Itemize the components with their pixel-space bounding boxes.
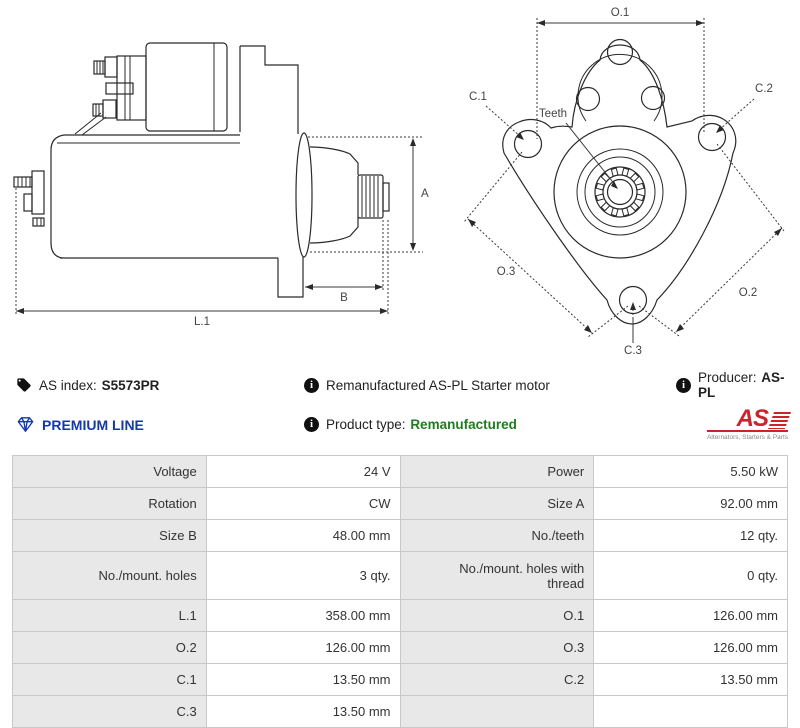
diamond-icon (17, 417, 34, 432)
spec-value: 0 qty. (593, 551, 788, 600)
dim-label-c3: C.3 (624, 345, 642, 356)
info-icon: i (676, 377, 691, 393)
side-view-drawing: A B L.1 (13, 42, 429, 328)
premium-line-badge: PREMIUM LINE (16, 416, 304, 433)
as-index: AS index: S5573PR (16, 377, 304, 393)
spec-label: Rotation (12, 487, 207, 520)
table-row: No./mount. holes 3 qty. No./mount. holes… (12, 551, 788, 600)
spec-label: No./teeth (399, 519, 595, 552)
table-row: O.2 126.00 mm O.3 126.00 mm (12, 631, 788, 664)
table-row: C.3 13.50 mm (12, 695, 788, 728)
spec-label: L.1 (12, 599, 207, 632)
as-pl-logo-mark: AS (707, 405, 792, 432)
spec-value: 3 qty. (205, 551, 401, 600)
dim-label-l1: L.1 (194, 316, 210, 328)
spec-label: C.1 (12, 663, 207, 696)
producer: i Producer: AS-PL (676, 370, 788, 400)
product-type: i Product type: Remanufactured (304, 417, 676, 432)
spec-value: 126.00 mm (205, 631, 401, 664)
dim-label-o1: O.1 (611, 7, 630, 19)
product-type-value: Remanufactured (410, 417, 517, 432)
dim-label-a: A (421, 188, 429, 200)
dim-label-o2: O.2 (739, 287, 758, 299)
spec-value: 126.00 mm (593, 631, 788, 664)
spec-label: C.2 (399, 663, 595, 696)
spec-value: 5.50 kW (593, 455, 788, 488)
spec-label (399, 695, 595, 728)
producer-text: Producer: AS-PL (698, 370, 788, 400)
table-row: Rotation CW Size A 92.00 mm (12, 487, 788, 520)
spec-value (593, 695, 788, 728)
producer-value: AS-PL (698, 370, 785, 400)
dim-label-b: B (340, 292, 348, 304)
dim-label-c1: C.1 (469, 91, 487, 103)
spec-label: O.3 (399, 631, 595, 664)
table-row: C.1 13.50 mm C.2 13.50 mm (12, 663, 788, 696)
as-pl-logo-caption: Alternators, Starters & Parts (707, 434, 788, 441)
product-type-text: Product type: Remanufactured (326, 417, 517, 432)
as-index-value: S5573PR (101, 377, 160, 393)
logo-stripes-icon (767, 412, 792, 429)
as-pl-logo-text: AS (736, 405, 769, 432)
product-spec-page: A B L.1 (0, 7, 800, 728)
front-view-drawing: O.1 C.1 C.2 Teeth O.3 (463, 7, 785, 356)
table-row: Size B 48.00 mm No./teeth 12 qty. (12, 519, 788, 552)
as-index-label: AS index: (39, 377, 97, 393)
spec-label: No./mount. holes (12, 551, 207, 600)
spec-label: Size B (12, 519, 207, 552)
spec-value: 48.00 mm (205, 519, 401, 552)
spec-value: 358.00 mm (205, 599, 401, 632)
description-text: Remanufactured AS-PL Starter motor (326, 377, 550, 393)
spec-label: C.3 (12, 695, 207, 728)
premium-line-label: PREMIUM LINE (42, 416, 144, 433)
spec-value: 13.50 mm (205, 663, 401, 696)
dim-label-teeth: Teeth (539, 108, 567, 120)
spec-label: O.2 (12, 631, 207, 664)
table-row: L.1 358.00 mm O.1 126.00 mm (12, 599, 788, 632)
product-description: i Remanufactured AS-PL Starter motor (304, 377, 676, 393)
spec-label: Voltage (12, 455, 207, 488)
info-icon: i (304, 417, 319, 432)
gear-teeth (595, 167, 645, 217)
producer-label: Producer: (698, 370, 757, 385)
dim-label-o3: O.3 (497, 266, 516, 278)
spec-value: 24 V (205, 455, 401, 488)
spec-table: Voltage 24 V Power 5.50 kW Rotation CW S… (12, 455, 788, 728)
product-info: AS index: S5573PR i Remanufactured AS-PL… (0, 356, 800, 441)
as-index-text: AS index: S5573PR (39, 378, 159, 393)
spec-value: 92.00 mm (593, 487, 788, 520)
tag-icon (17, 378, 31, 392)
spec-value: 126.00 mm (593, 599, 788, 632)
spec-label: No./mount. holes with thread (399, 551, 595, 600)
table-row: Voltage 24 V Power 5.50 kW (12, 455, 788, 488)
spec-label: O.1 (399, 599, 595, 632)
spec-label: Size A (399, 487, 595, 520)
spec-label: Power (399, 455, 595, 488)
spec-value: 12 qty. (593, 519, 788, 552)
dim-label-c2: C.2 (755, 83, 773, 95)
spec-value: CW (205, 487, 401, 520)
product-type-label: Product type: (326, 417, 406, 432)
info-icon: i (304, 377, 319, 393)
spec-value: 13.50 mm (205, 695, 401, 728)
technical-drawings: A B L.1 (13, 7, 785, 356)
spec-value: 13.50 mm (593, 663, 788, 696)
as-pl-logo-wrap: AS Alternators, Starters & Parts (707, 405, 792, 441)
as-pl-logo: AS Alternators, Starters & Parts (707, 405, 792, 441)
